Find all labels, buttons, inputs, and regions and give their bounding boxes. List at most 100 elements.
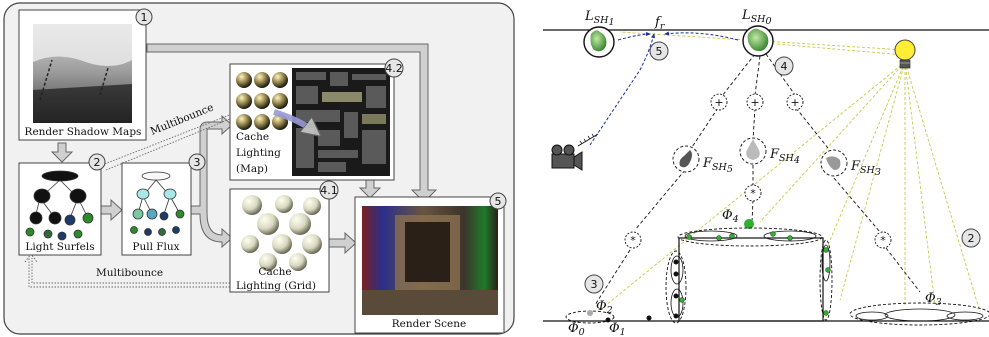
node-l-sh0: LSH0 xyxy=(741,8,774,57)
stage-number-badge xyxy=(188,153,206,171)
stage-number-badge xyxy=(384,58,404,78)
sh-lobe-icon xyxy=(679,150,692,168)
lsh0-to-fr-path xyxy=(664,31,739,41)
plus-symbol: + xyxy=(750,96,759,109)
stage-render-shadow-maps: Render Shadow Maps 1 xyxy=(18,8,153,141)
label-phi2: Φ2 xyxy=(596,299,613,316)
stage-number-badge xyxy=(135,8,153,26)
times-symbol: * xyxy=(630,234,636,247)
plus-operators: + + + xyxy=(710,93,804,111)
surfel-hierarchy-graphic xyxy=(25,170,94,241)
sphere-probe-thumbnail xyxy=(241,195,322,271)
stage-label-line: Lighting xyxy=(236,147,281,159)
stage-label-line: Cache xyxy=(236,131,269,143)
multibounce-line-bottom-a xyxy=(31,258,230,284)
plus-node xyxy=(710,93,728,111)
stage-label: Render Scene xyxy=(392,318,466,330)
blue-paths xyxy=(589,31,739,146)
stage-label: Pull Flux xyxy=(132,241,179,253)
surfel-cluster-right xyxy=(819,239,833,321)
pull-flux-graphic xyxy=(130,171,185,236)
surfel-cluster-top xyxy=(677,227,823,247)
stage-number: 4.2 xyxy=(385,62,403,75)
surfel-cluster-left xyxy=(665,250,687,324)
phi4-surfel xyxy=(744,219,754,229)
plus-node xyxy=(746,93,764,111)
surfels-dark xyxy=(646,259,679,321)
times-symbol: * xyxy=(880,234,886,247)
pipeline-panel: Multibounce Multibounce Render Shadow Ma… xyxy=(3,2,515,335)
label-phi3: Φ3 xyxy=(925,291,942,308)
times-node xyxy=(744,184,762,202)
shadow-map-floor xyxy=(33,84,132,123)
label-f-sh5: FSH5 xyxy=(702,156,733,175)
stage-number: 4.1 xyxy=(320,184,338,197)
floor-cluster-left xyxy=(565,310,615,324)
hierarchy-edges xyxy=(594,53,921,306)
step-number: 3 xyxy=(591,278,598,291)
multibounce-line-top-a xyxy=(101,113,233,166)
step-number: 5 xyxy=(656,45,663,58)
scene-box xyxy=(678,237,824,322)
label-f-sh4: FSH4 xyxy=(769,147,800,166)
arrow-surfels-to-pull xyxy=(100,198,123,222)
arrow-pull-to-caches xyxy=(190,114,233,249)
plus-symbol: + xyxy=(790,96,799,109)
sh-lobe-icon xyxy=(747,28,769,52)
stage-number: 2 xyxy=(94,156,101,169)
lsh1-to-fr-path xyxy=(617,32,651,41)
label-phi1: Φ1 xyxy=(609,321,626,337)
stage-number-badge xyxy=(88,153,106,171)
stage-label: Light Surfels xyxy=(25,241,94,253)
stage-number-badge xyxy=(489,192,507,210)
node-f-sh3: FSH3 xyxy=(820,149,881,178)
label-l-sh0: LSH0 xyxy=(741,8,771,27)
light-bulb-icon xyxy=(894,39,916,69)
stage-number: 1 xyxy=(141,11,148,24)
stage-pull-flux: Pull Flux 3 xyxy=(121,153,206,256)
hierarchy-panel: LSH1 fr 5 LSH0 4 + + + xyxy=(543,8,989,337)
times-node xyxy=(874,231,892,249)
surfel-cluster xyxy=(684,230,738,242)
multibounce-label-bottom: Multibounce xyxy=(96,267,163,279)
sh-lobe-icon xyxy=(746,139,760,160)
label-f-sh3: FSH3 xyxy=(850,159,881,178)
stage-cache-lighting-map: Cache Lighting (Map) 4.2 xyxy=(229,58,404,181)
node-l-sh1: LSH1 xyxy=(583,9,615,58)
stage-render-scene: Render Scene 5 xyxy=(354,192,507,334)
times-operators: * * * xyxy=(624,184,892,249)
node-f-sh5: FSH5 xyxy=(672,145,733,175)
surfel-cluster xyxy=(821,244,831,282)
stage-cache-lighting-grid: Cache Lighting (Grid) 4.1 xyxy=(229,180,339,293)
node-f-sh4: FSH4 xyxy=(739,137,800,166)
scene-floor xyxy=(362,290,498,315)
arrow-shadow-to-render xyxy=(146,43,438,203)
step-badge-4 xyxy=(774,56,794,76)
shadow-map-sky xyxy=(33,24,132,66)
step-badge-2 xyxy=(961,228,981,248)
arrow-shadow-to-surfels xyxy=(50,142,74,163)
camera-to-fr-path xyxy=(589,33,655,146)
sh-lobe-icon xyxy=(826,156,841,170)
stage-label: Render Shadow Maps xyxy=(25,126,142,138)
label-f-r: fr xyxy=(654,15,666,32)
stage-number: 5 xyxy=(495,195,502,208)
stage-label-line: Cache xyxy=(258,266,291,278)
pipeline-arrows xyxy=(50,43,438,255)
times-symbol: * xyxy=(750,187,756,200)
stage-number: 3 xyxy=(194,156,201,169)
stage-light-surfels: Light Surfels 2 xyxy=(18,153,106,256)
sphere-grid-thumbnail xyxy=(236,72,288,130)
step-number: 2 xyxy=(968,232,975,245)
arrow-grid-to-render xyxy=(328,231,357,255)
camera-icon xyxy=(551,133,599,171)
surfel-cluster xyxy=(670,255,684,285)
map-bake-arrow xyxy=(273,109,318,134)
step-badge-5 xyxy=(649,41,669,61)
label-l-sh1: LSH1 xyxy=(584,9,614,28)
surfel-cluster xyxy=(763,230,817,242)
sh-lobe-icon xyxy=(590,30,607,52)
step-number: 4 xyxy=(781,60,788,73)
surfels xyxy=(679,231,831,316)
